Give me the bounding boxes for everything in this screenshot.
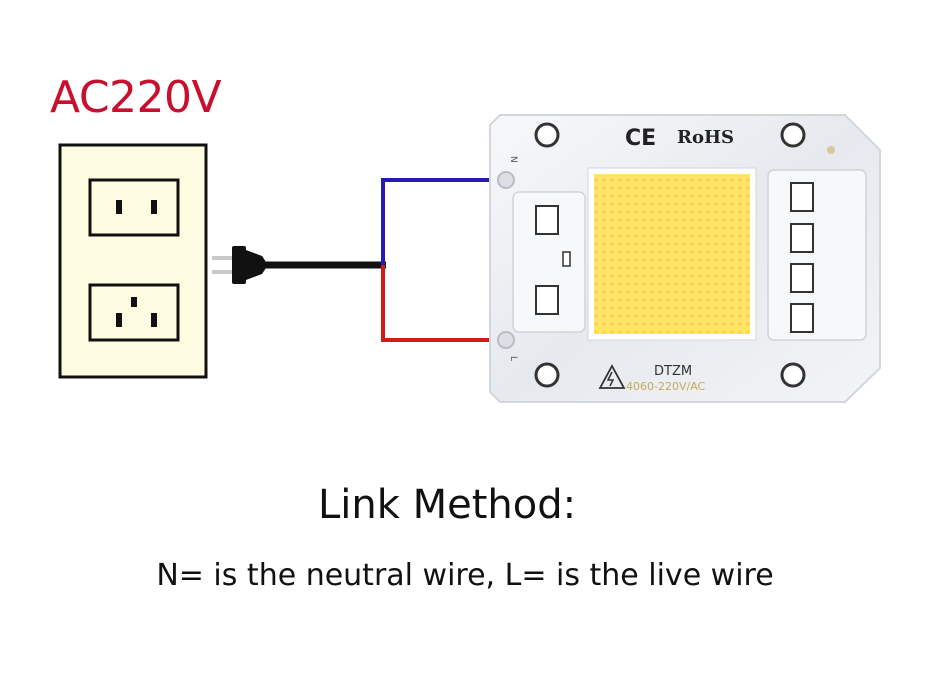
plug [212, 246, 268, 284]
indicator-dot [827, 146, 835, 154]
pad-l [497, 331, 515, 349]
socket-top [88, 178, 180, 237]
terminal-n-label: N [508, 156, 518, 163]
link-method-description: N= is the neutral wire, L= is the live w… [156, 558, 774, 593]
chip-top [535, 205, 559, 235]
chip-r2 [790, 223, 814, 253]
brand-label: DTZM [654, 364, 692, 379]
warning-bolt [606, 371, 615, 387]
led-array [594, 174, 750, 334]
socket-bottom-slot-left [116, 313, 122, 327]
chip-r1 [790, 182, 814, 212]
left-panel [512, 191, 586, 333]
led-board: CE RoHS N L DTZM 4060-220V/AC [489, 114, 881, 403]
pad-n [497, 171, 515, 189]
live-wire [381, 265, 506, 342]
ce-mark: CE [625, 126, 656, 151]
mount-hole-tr [780, 122, 806, 148]
link-method-title: Link Method: [317, 482, 577, 528]
model-label: 4060-220V/AC [626, 380, 706, 393]
chip-r4 [790, 303, 814, 333]
plug-body [232, 246, 246, 284]
rohs-mark: RoHS [677, 127, 734, 148]
plug-prong-top [212, 256, 234, 260]
wall-outlet [58, 143, 208, 379]
warning-triangle [598, 364, 626, 389]
socket-top-slot-left [116, 200, 122, 214]
mount-hole-bl [534, 362, 560, 388]
socket-bottom-ground [131, 297, 137, 307]
socket-bottom [88, 283, 180, 342]
neutral-wire [381, 178, 506, 265]
chip-small [562, 251, 571, 267]
voltage-label: AC220V [50, 72, 222, 123]
terminal-l-label: L [508, 356, 518, 361]
chip-r3 [790, 263, 814, 293]
chip-bottom [535, 285, 559, 315]
plug-prong-bottom [212, 270, 234, 274]
socket-bottom-slot-right [151, 313, 157, 327]
plug-boot [246, 250, 268, 280]
mount-hole-br [780, 362, 806, 388]
mount-hole-tl [534, 122, 560, 148]
right-panel [767, 169, 867, 341]
socket-top-slot-right [151, 200, 157, 214]
